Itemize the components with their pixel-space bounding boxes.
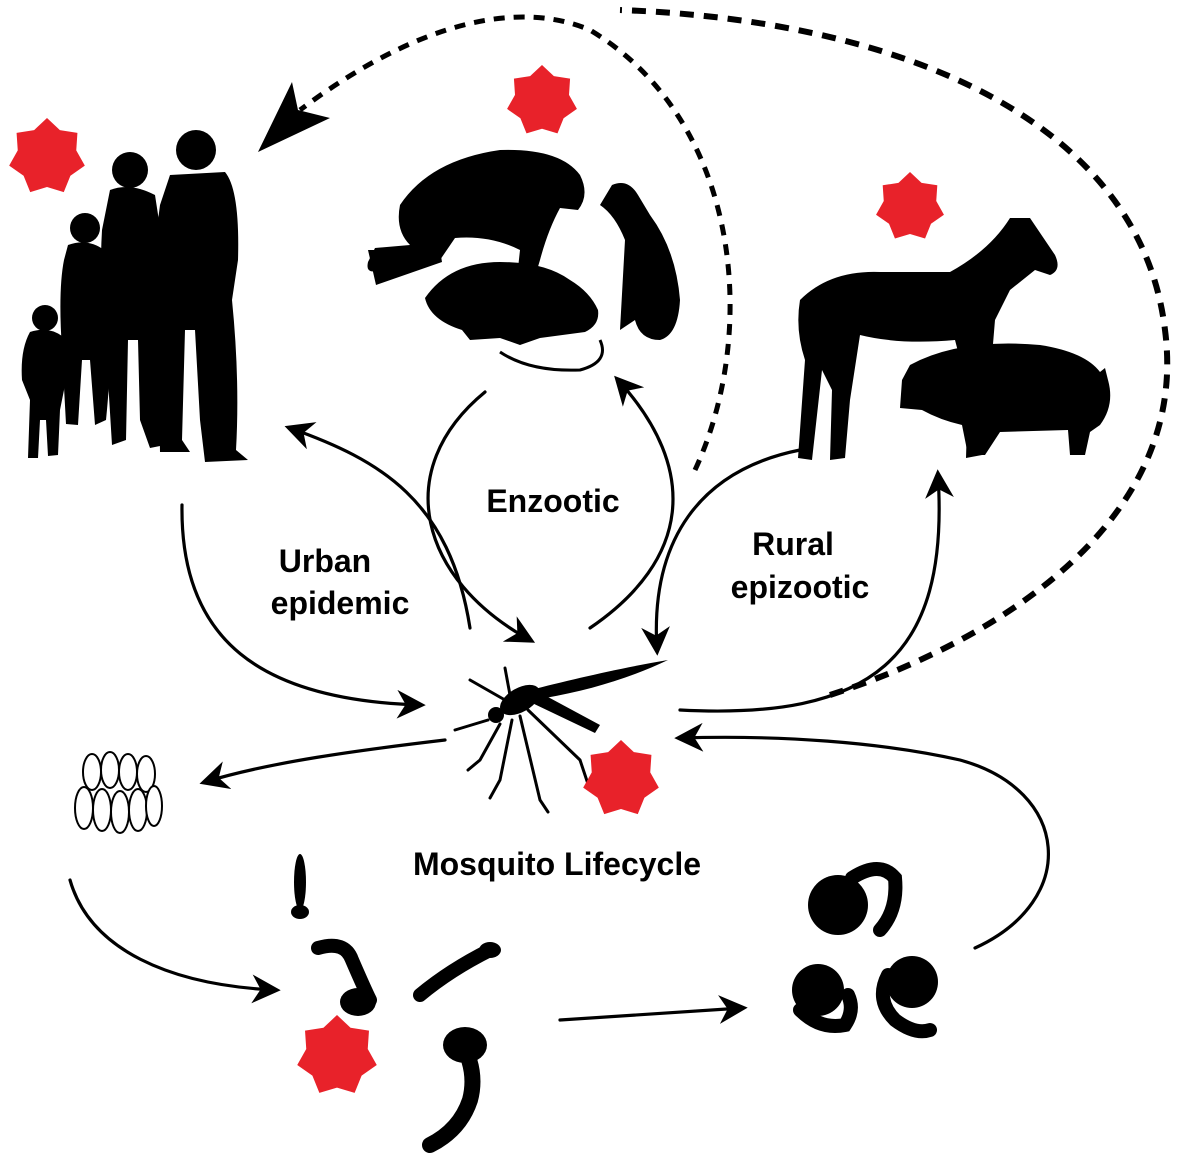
enzootic-label: Enzootic — [486, 483, 619, 519]
arrow-eggs-to-larvae — [68, 878, 281, 1004]
arrow-livestock-to-mosquito — [641, 448, 802, 656]
arrow-mosquito-to-wild — [588, 375, 675, 630]
family-silhouette-icon — [21, 130, 248, 462]
lifecycle-label: Mosquito Lifecycle — [413, 846, 701, 882]
larvae-icon — [291, 854, 501, 1153]
infection-marker-icon — [583, 740, 659, 815]
wild-animals-silhouette-icon — [367, 149, 680, 372]
rural-label-line2: epizootic — [731, 569, 870, 605]
infection-marker-icon — [9, 118, 85, 193]
infection-marker-icon — [507, 65, 577, 134]
infection-marker-icon — [876, 172, 944, 239]
dashed-path-outer — [619, 7, 1170, 698]
mosquito-silhouette-icon — [453, 660, 668, 814]
rural-label-line1: Rural — [752, 526, 834, 562]
livestock-silhouette-icon — [798, 218, 1111, 460]
dashed-arrowhead-to-humans — [258, 82, 330, 152]
dashed-path-inner — [298, 14, 733, 472]
arrow-humans-to-mosquito — [180, 503, 426, 719]
eggs-icon — [74, 751, 163, 834]
arrow-larvae-to-pupae — [558, 995, 748, 1024]
urban-label-line2: epidemic — [271, 585, 410, 621]
arrow-mosquito-to-eggs — [199, 738, 447, 789]
arrow-pupae-to-mosquito — [674, 722, 1050, 950]
pupae-icon — [792, 862, 938, 1039]
arrow-wild-to-mosquito — [426, 390, 536, 643]
arrow-mosquito-to-livestock — [678, 469, 954, 713]
infection-marker-icon — [297, 1015, 377, 1093]
urban-label-line1: Urban — [279, 543, 371, 579]
